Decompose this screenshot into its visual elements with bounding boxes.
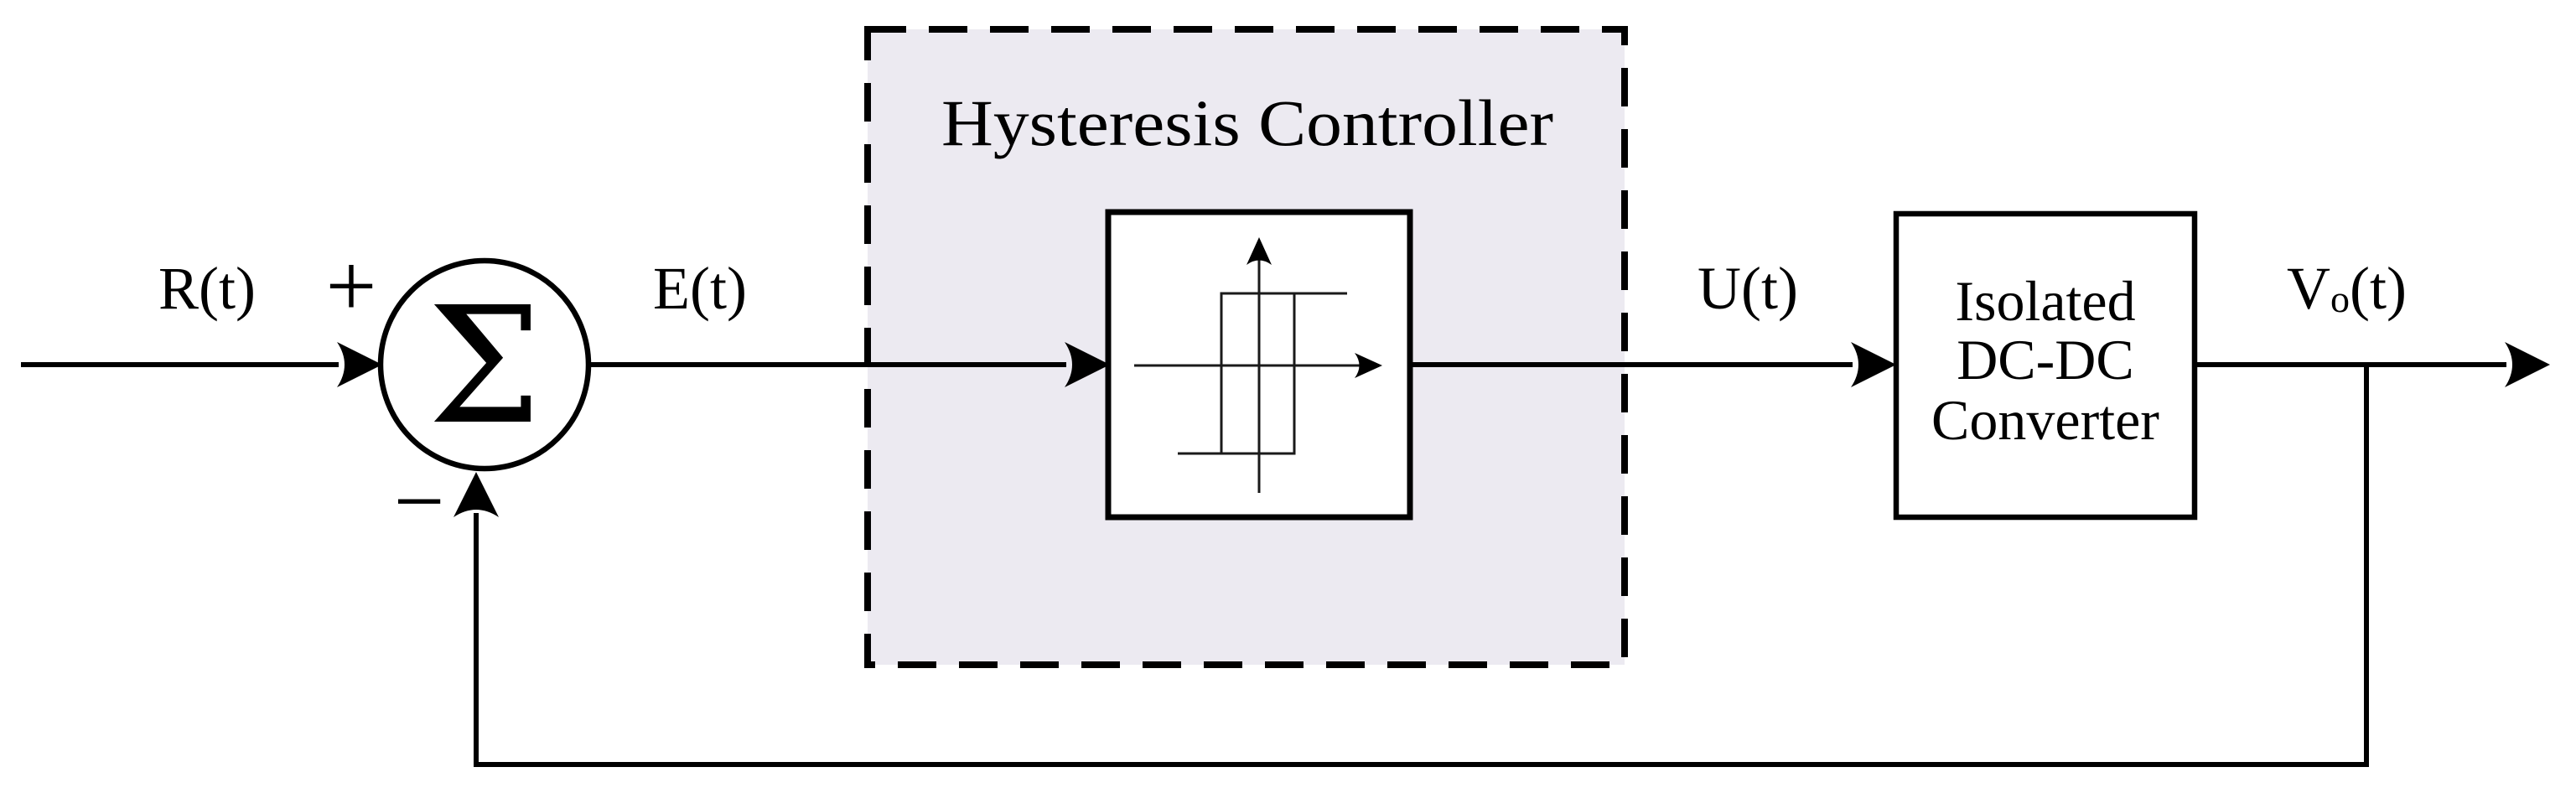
converter-label-line3: Converter: [1931, 388, 2159, 452]
arrow-right-icon: [1065, 342, 1110, 387]
arrow-right-icon: [1355, 353, 1382, 378]
arrow-up-icon: [1247, 237, 1272, 265]
output-signal-label: Vo(t): [2287, 255, 2407, 322]
relay-hysteresis-loop: [1178, 292, 1347, 455]
converter-label-line1: Isolated: [1955, 269, 2135, 333]
arrow-right-icon: [337, 342, 382, 387]
feedback-wire: [474, 367, 2369, 767]
control-signal-label: U(t): [1697, 255, 1798, 322]
arrow-right-icon: [2505, 342, 2550, 387]
converter-label-line2: DC-DC: [1957, 328, 2134, 391]
sigma-symbol: Σ: [428, 273, 542, 460]
hysteresis-region-title: Hysteresis Controller: [941, 86, 1553, 159]
hysteresis-curve-icon: [1134, 237, 1382, 493]
output-signal-main: V: [2287, 255, 2330, 322]
arrow-right-icon: [1851, 342, 1896, 387]
output-signal-tail: (t): [2350, 255, 2407, 322]
plus-sign: +: [326, 236, 377, 336]
error-signal-label: E(t): [653, 255, 747, 322]
converter-block: [1893, 210, 2198, 521]
input-signal-label: R(t): [158, 255, 256, 322]
arrow-up-icon: [454, 472, 499, 517]
minus-sign: −: [394, 452, 445, 552]
output-signal-subscript: o: [2330, 277, 2350, 320]
